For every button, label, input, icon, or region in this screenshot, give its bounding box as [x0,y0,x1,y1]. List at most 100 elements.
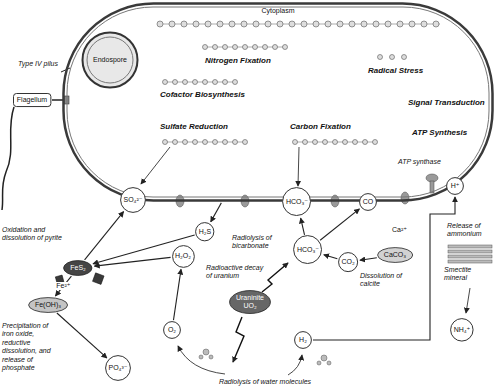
ion-circle: NH₄⁺ [450,318,474,342]
circle-outline [295,332,312,349]
circle-outline [338,252,357,271]
circle-outline [106,356,131,381]
node-text-group: HCO₃⁻ [286,198,308,206]
enzyme-chain [163,140,168,145]
enzyme-chain [163,80,168,85]
enzyme-chain [203,140,208,145]
node-text-group: Fe(OH)₃ [35,301,61,309]
enzyme-chain [373,140,378,145]
enzyme-chain [193,80,198,85]
enzyme-chain [193,140,198,145]
molecule-circle: H₂O₂ [172,245,195,268]
enzyme-chain [241,21,247,27]
node-label: Uraninite [236,294,264,302]
edge-label: Fe²⁺ [55,282,71,290]
enzyme-chain [421,21,427,27]
pathway-arrow [298,147,299,186]
node-label: CO₂ [341,258,354,266]
enzyme-chain [390,55,395,60]
circle-outline [360,194,377,211]
node-text-group: FeS₂ [70,264,86,272]
circle-outline [294,236,322,264]
outer-membrane [64,4,493,201]
process-label: Nitrogen Fixation [205,56,295,66]
enzyme-chain [169,21,175,27]
pathway-arrow [141,147,170,184]
part-label: ATP synthase [398,158,453,166]
membrane-protein [401,192,409,204]
radiolysis-arrow [178,346,225,374]
pyrite-mineral: FeS₂ [63,260,93,276]
enzyme-chain [223,140,228,145]
water-molecule [199,355,203,359]
flow-arrow [85,212,124,260]
circle-outline [451,319,473,341]
smectite-sheet [448,255,492,258]
circle-outline [283,188,311,216]
enzyme-chain [361,21,367,27]
node-label: H₂O₂ [175,252,191,260]
release-arrow [466,288,470,313]
flow-arrow [320,209,359,240]
enzyme-chain [183,140,188,145]
enzyme-chain [205,21,211,27]
enzyme-chain [313,21,319,27]
process-label: ATP Synthesis [412,128,484,138]
node-label: NH₄⁺ [454,326,471,334]
node-text-group: Cytoplasm [261,7,294,15]
enzyme-chain [385,21,391,27]
node-label: H₂ [299,336,307,344]
enzyme-chain [263,45,268,50]
process-label: Sulfate Reduction [160,122,250,132]
enzyme-chain [213,80,218,85]
molecule-circle: H₂ [294,331,312,349]
node-text-group: SO₄²⁻ [124,196,143,204]
box-outline [13,93,50,106]
uraninite-mineral: UraniniteUO₂ [229,290,271,314]
iron-oxide-mineral: Fe(OH)₃ [28,297,68,313]
water-molecule [327,361,331,365]
enzyme-chain [233,45,238,50]
node-text-group: O₂ [168,326,176,334]
process-note: Precipitation of iron oxide, reductive d… [2,322,58,372]
node-label: CO [363,198,374,206]
enzyme-chain [303,140,308,145]
enzyme-chain [213,140,218,145]
enzyme-chain [173,140,178,145]
node-label: Endospore [93,56,127,64]
release-arrow [466,288,470,313]
process-note: Radioactive decay of uranium [206,264,268,281]
enzyme-chain [433,21,439,27]
smectite-sheet [448,260,492,263]
flow-arrow [173,269,181,320]
enzyme-chain [378,55,383,60]
mineral-label: Smectite mineral [444,266,496,283]
node-text-group: CO [363,198,374,206]
node-label: UO₂ [236,302,264,310]
flow-arrow [360,258,377,261]
circle-outline [196,223,214,241]
node-label: O₂ [168,326,176,334]
enzyme-chain [333,140,338,145]
flow-arrow [211,203,222,222]
enzyme-chain [223,45,228,50]
ion-circle: H⁺ [446,177,464,195]
water-molecule [321,355,327,361]
mineral-outline [377,248,412,263]
enzyme-chain [353,140,358,145]
node-text-group: H₂S [199,228,211,236]
water-molecule [203,349,209,355]
process-note: Radiolysis of bicarbonate [232,234,284,251]
node-label: HCO₃⁻ [297,246,319,254]
process-label: Signal Transduction [408,98,490,108]
enzyme-chain [253,45,258,50]
flow-arrow [57,313,107,358]
node-text-group: Endospore [93,56,127,64]
process-note: Oxidation and dissolution of pyrite [2,226,74,243]
flagellum [2,107,14,210]
water-molecule [209,355,213,359]
molecule-circle: CO [359,193,377,211]
water-molecule [317,361,321,365]
mineral-outline [64,261,92,276]
enzyme-chain [337,21,343,27]
